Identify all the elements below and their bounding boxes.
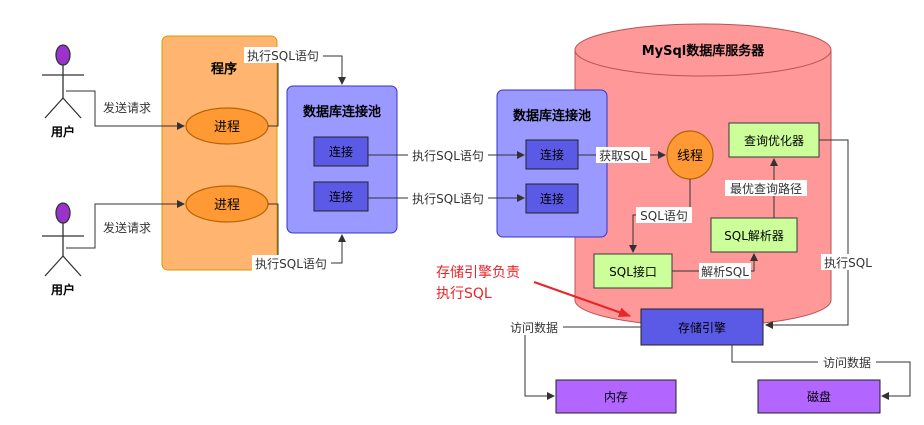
edge-exec-top-label: 执行SQL语句 [247, 49, 319, 63]
user-2-icon [42, 202, 84, 277]
query-optimizer [728, 122, 820, 158]
edge-user2-process2 [66, 200, 185, 249]
edge-parse-sql-label: 解析SQL [701, 265, 749, 279]
storage-engine [640, 308, 764, 346]
edge-access-disk [731, 345, 911, 400]
server-conn-2 [525, 183, 579, 214]
edge-user2-label: 发送请求 [103, 220, 151, 235]
edge-pool-conn-1-label: 执行SQL语句 [412, 149, 484, 163]
storage-engine-label: 存储引擎 [678, 320, 726, 335]
disk-label: 磁盘 [807, 389, 831, 404]
server-cylinder-top [574, 23, 832, 77]
edge-exec-sql-label: 执行SQL [824, 256, 872, 270]
edge-sql-statement-label: SQL语句 [640, 209, 688, 223]
edge-access-memory [524, 326, 641, 400]
process-2-label: 进程 [214, 198, 240, 213]
client-pool-title: 数据库连接池 [303, 104, 381, 120]
sql-parser-label: SQL解析器 [724, 229, 784, 243]
user-1-icon [42, 44, 84, 119]
annotation-line2: 执行SQL [436, 286, 492, 302]
user-1-label: 用户 [50, 124, 75, 139]
process-1-label: 进程 [214, 120, 240, 135]
edge-access-disk-label: 访问数据 [823, 355, 871, 370]
user-2-label: 用户 [50, 282, 75, 297]
edge-user1-label: 发送请求 [103, 100, 151, 115]
edge-best-path-label: 最优查询路径 [730, 181, 802, 196]
server-conn-1-label: 连接 [540, 147, 564, 162]
sql-interface-label: SQL接口 [609, 264, 657, 279]
client-conn-2-label: 连接 [329, 189, 353, 204]
edge-exec-bottom-label: 执行SQL语句 [255, 257, 327, 271]
client-conn-1-label: 连接 [329, 144, 353, 159]
sql-parser [710, 217, 798, 253]
edge-user1-process1 [66, 90, 185, 130]
edge-access-memory-label: 访问数据 [510, 320, 558, 335]
memory-box [555, 379, 677, 414]
thread-label: 线程 [677, 149, 703, 164]
client-conn-1 [313, 136, 369, 167]
server-pool-title: 数据库连接池 [513, 108, 591, 124]
server-title: MySql数据库服务器 [642, 43, 766, 59]
annotation-arrow [533, 280, 631, 318]
sql-interface [593, 253, 673, 289]
edge-pool-conn-2-label: 执行SQL语句 [412, 192, 484, 206]
edge-exec-sql [765, 139, 849, 329]
disk-box [757, 379, 881, 414]
program-title: 程序 [211, 61, 237, 77]
memory-label: 内存 [604, 390, 628, 404]
edge-get-sql-label: 获取SQL [599, 149, 647, 163]
client-conn-2 [313, 181, 369, 212]
server-conn-2-label: 连接 [540, 191, 564, 206]
annotation-line1: 存储引擎负责 [436, 265, 520, 281]
query-optimizer-label: 查询优化器 [744, 134, 804, 148]
